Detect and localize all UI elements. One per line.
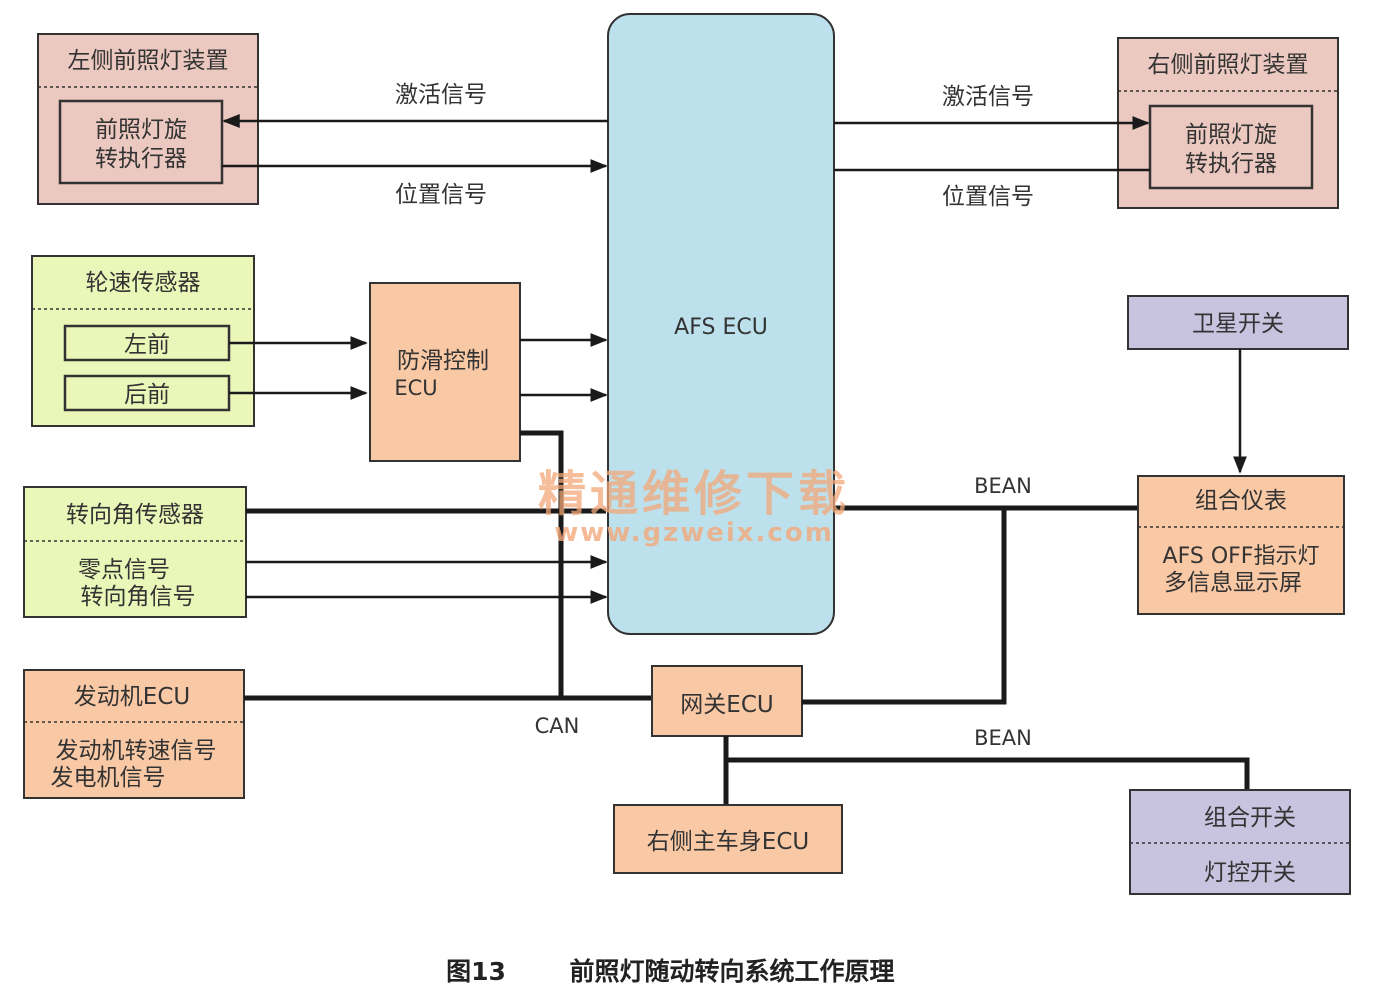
combo-switch-title: 组合开关: [1204, 805, 1296, 831]
right-headlamp-title: 右侧前照灯装置: [1148, 52, 1309, 78]
wheel-speed-title: 轮速传感器: [86, 270, 201, 296]
right-actuator-line1: 前照灯旋: [1185, 122, 1277, 148]
light-control-switch: 灯控开关: [1204, 860, 1296, 886]
bean-upper-label: BEAN: [974, 474, 1032, 498]
combination-meter: 组合仪表 AFS OFF指示灯 多信息显示屏: [1137, 475, 1345, 615]
left-position-label: 位置信号: [395, 182, 487, 208]
right-body-ecu: 右侧主车身ECU: [613, 804, 843, 874]
gateway-ecu-label: 网关ECU: [680, 692, 773, 718]
steering-sensor-title: 转向角传感器: [66, 502, 204, 528]
multi-info-display: 多信息显示屏: [1164, 570, 1302, 596]
satellite-switch-label: 卫星开关: [1192, 311, 1284, 337]
gateway-ecu: 网关ECU: [651, 665, 803, 737]
left-headlamp-title: 左侧前照灯装置: [68, 48, 229, 74]
skid-ecu-line2: ECU: [394, 376, 437, 400]
combination-switch: 组合开关 灯控开关: [1129, 789, 1351, 895]
wheel-front-left-label: 左前: [124, 332, 170, 358]
afs-off-indicator: AFS OFF指示灯: [1163, 544, 1320, 569]
steering-angle-signal: 转向角信号: [81, 584, 196, 610]
wheel-speed-sensor: 轮速传感器 左前 后前: [31, 255, 255, 427]
left-headlamp-unit: 左侧前照灯装置 前照灯旋 转执行器: [37, 33, 259, 205]
afs-ecu-label: AFS ECU: [674, 315, 768, 340]
bean-lower-label: BEAN: [974, 726, 1032, 750]
can-bus-skid-drop: [520, 430, 564, 698]
right-headlamp-unit: 右侧前照灯装置 前照灯旋 转执行器: [1117, 37, 1339, 209]
right-position-label: 位置信号: [942, 184, 1034, 210]
engine-ecu: 发动机ECU 发动机转速信号 发电机信号: [23, 669, 245, 799]
watermark-cn: 精通维修下载: [538, 466, 850, 522]
figure-title: 前照灯随动转向系统工作原理: [569, 957, 894, 986]
skid-control-ecu: 防滑控制 ECU: [369, 282, 521, 462]
wheel-rear-front-label: 后前: [124, 382, 170, 408]
right-activation-label: 激活信号: [942, 84, 1034, 110]
can-label: CAN: [535, 714, 580, 738]
figure-number: 图13: [446, 957, 506, 986]
skid-ecu-line1: 防滑控制: [397, 348, 489, 374]
watermark-url: www.gzweix.com: [554, 518, 834, 548]
satellite-switch: 卫星开关: [1127, 295, 1349, 350]
left-activation-label: 激活信号: [395, 82, 487, 108]
engine-rpm-signal: 发动机转速信号: [56, 738, 217, 764]
alternator-signal: 发电机信号: [51, 765, 166, 791]
engine-ecu-title: 发动机ECU: [74, 684, 190, 710]
steering-angle-sensor: 转向角传感器 零点信号 转向角信号: [23, 486, 247, 618]
bean-lower-line: [726, 757, 1250, 790]
steering-zero-signal: 零点信号: [78, 557, 170, 583]
left-actuator-line2: 转执行器: [95, 146, 187, 172]
right-body-ecu-label: 右侧主车身ECU: [647, 829, 809, 855]
bean-gateway-riser: [802, 508, 1007, 705]
left-actuator-line1: 前照灯旋: [95, 117, 187, 143]
right-actuator-line2: 转执行器: [1185, 151, 1277, 177]
meter-title: 组合仪表: [1195, 488, 1287, 514]
afs-ecu-box: [607, 13, 835, 635]
